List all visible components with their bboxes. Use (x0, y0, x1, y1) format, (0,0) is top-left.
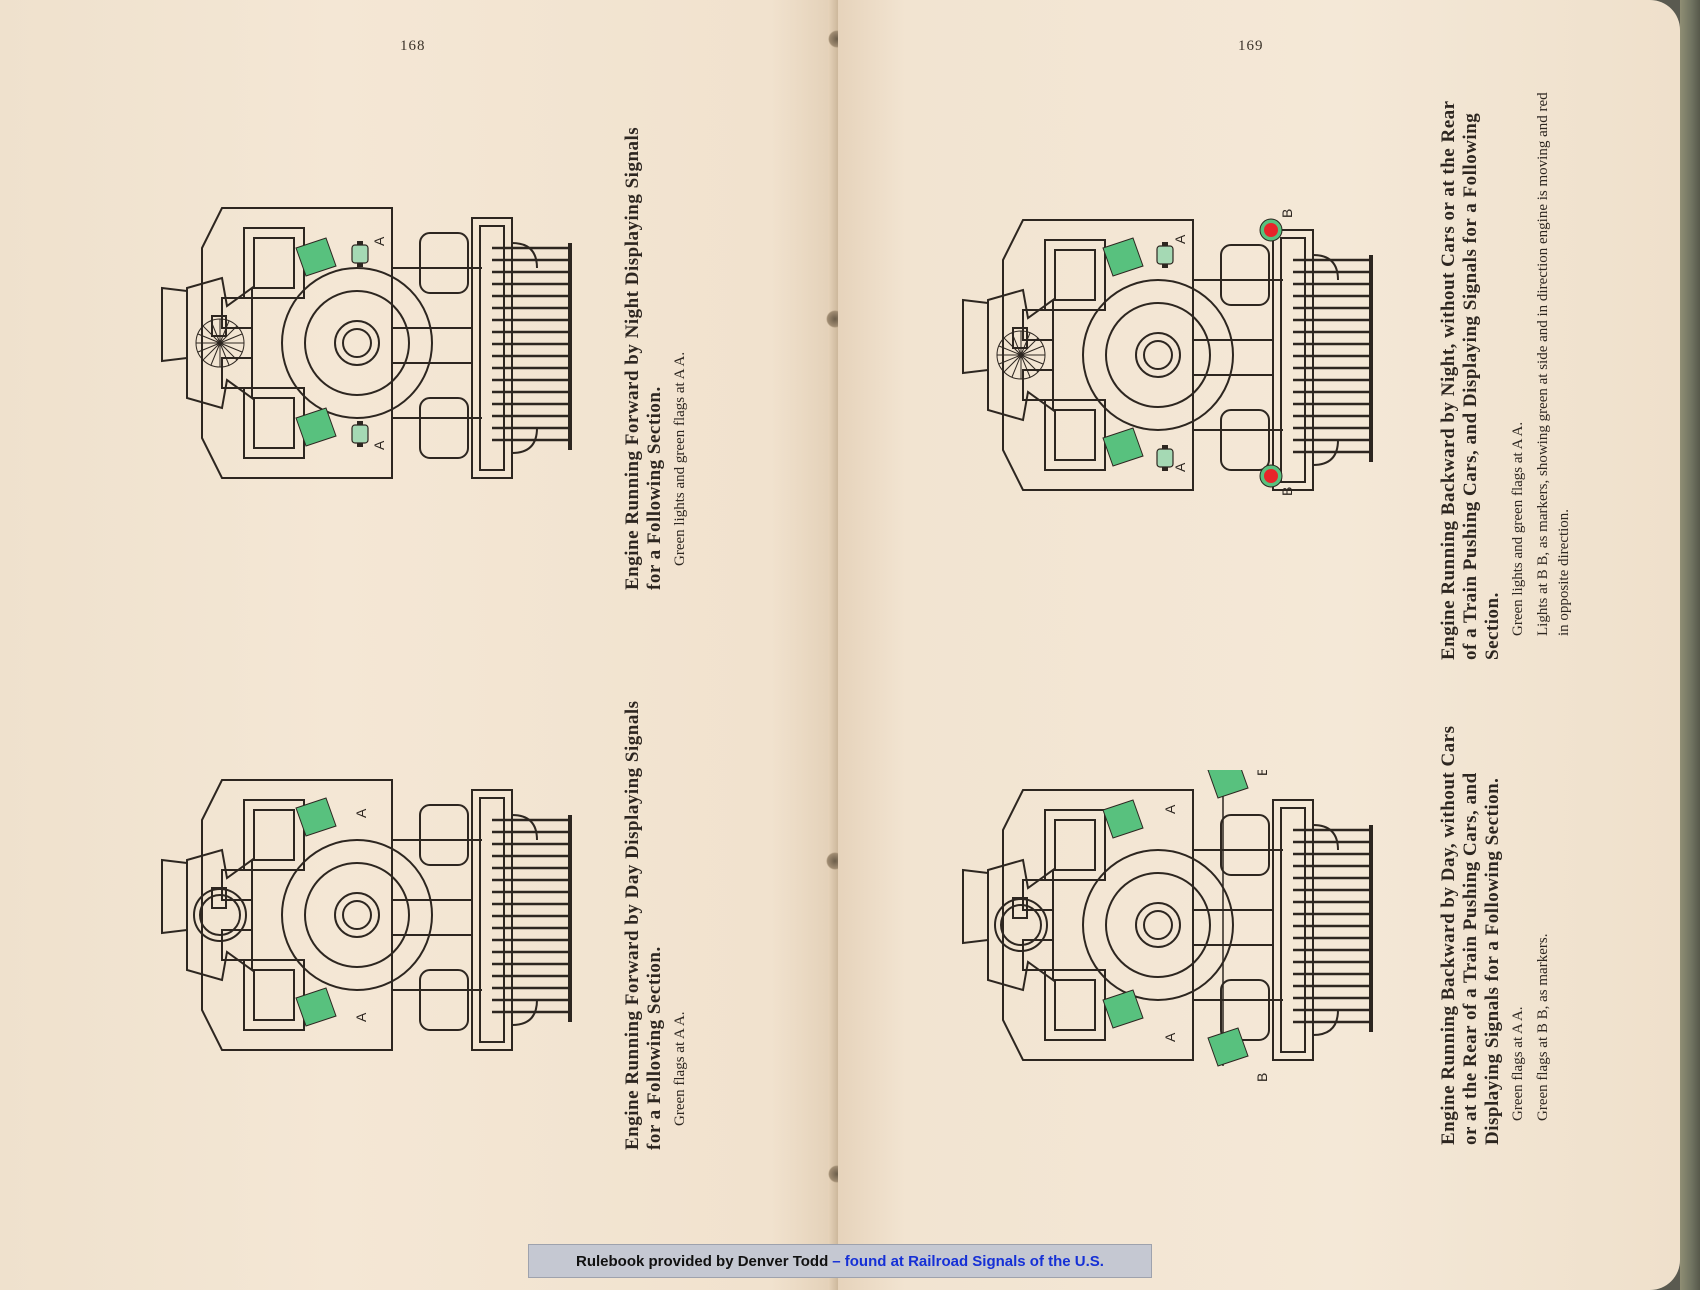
caption-title: Engine Running Forward by Night Displayi… (622, 126, 665, 590)
signal-label-b: B (1254, 1073, 1270, 1082)
caption-title: Engine Running Backward by Day, without … (1438, 725, 1503, 1145)
signal-label-a: A (1162, 804, 1178, 814)
caption-note: Green flags at A A. (1510, 1006, 1526, 1121)
signal-label-a: A (371, 440, 387, 450)
signal-label-a: A (1162, 1032, 1178, 1042)
signal-label-a: A (1172, 234, 1188, 244)
locomotive-forward-night-illustration: A A (160, 206, 574, 480)
credit-provided-by: Rulebook provided by Denver Todd (576, 1252, 829, 1270)
book-cover-edge (1680, 0, 1700, 1290)
caption-title: Engine Running Forward by Day Displaying… (622, 700, 665, 1150)
signal-label-b: B (1279, 209, 1295, 218)
figure-backward-night: A A B B (953, 200, 1383, 520)
locomotive-backward-night-illustration: A A B B (961, 209, 1375, 496)
locomotive-forward-day-illustration: A A (160, 778, 574, 1052)
caption-note: Green lights and green flags at A A. (1510, 421, 1526, 636)
caption-forward-night: Engine Running Forward by Night Displayi… (622, 110, 691, 590)
signal-label-a: A (371, 236, 387, 246)
caption-title: Engine Running Backward by Night, withou… (1438, 100, 1503, 660)
locomotive-backward-day-illustration: A A B B (961, 770, 1375, 1082)
credit-source-link[interactable]: – found at Railroad Signals of the U.S. (832, 1252, 1104, 1270)
caption-forward-day: Engine Running Forward by Day Displaying… (622, 670, 691, 1150)
figure-backward-day: A A B B (953, 770, 1383, 1090)
caption-note: Green flags at A A. (672, 1011, 688, 1126)
page-number-168: 168 (400, 38, 426, 54)
caption-note: Lights at B B, as markers, showing green… (1535, 92, 1572, 636)
page-number-169: 169 (1238, 38, 1264, 54)
credit-banner: Rulebook provided by Denver Todd – found… (528, 1244, 1152, 1278)
caption-note: Green lights and green flags at A A. (672, 351, 688, 566)
figure-forward-night: A A (152, 188, 582, 508)
signal-label-a: A (1172, 462, 1188, 472)
caption-note: Green flags at B B, as markers. (1535, 933, 1551, 1121)
figure-forward-day: A A (152, 760, 582, 1080)
signal-label-b: B (1254, 770, 1270, 776)
signal-label-b: B (1279, 487, 1295, 496)
caption-backward-night: Engine Running Backward by Night, withou… (1438, 80, 1575, 660)
left-page: 168 A A A A (0, 0, 838, 1290)
signal-label-a: A (353, 1012, 369, 1022)
right-page: 169 A A B B (838, 0, 1680, 1290)
caption-backward-day: Engine Running Backward by Day, without … (1438, 705, 1554, 1145)
signal-label-a: A (353, 808, 369, 818)
